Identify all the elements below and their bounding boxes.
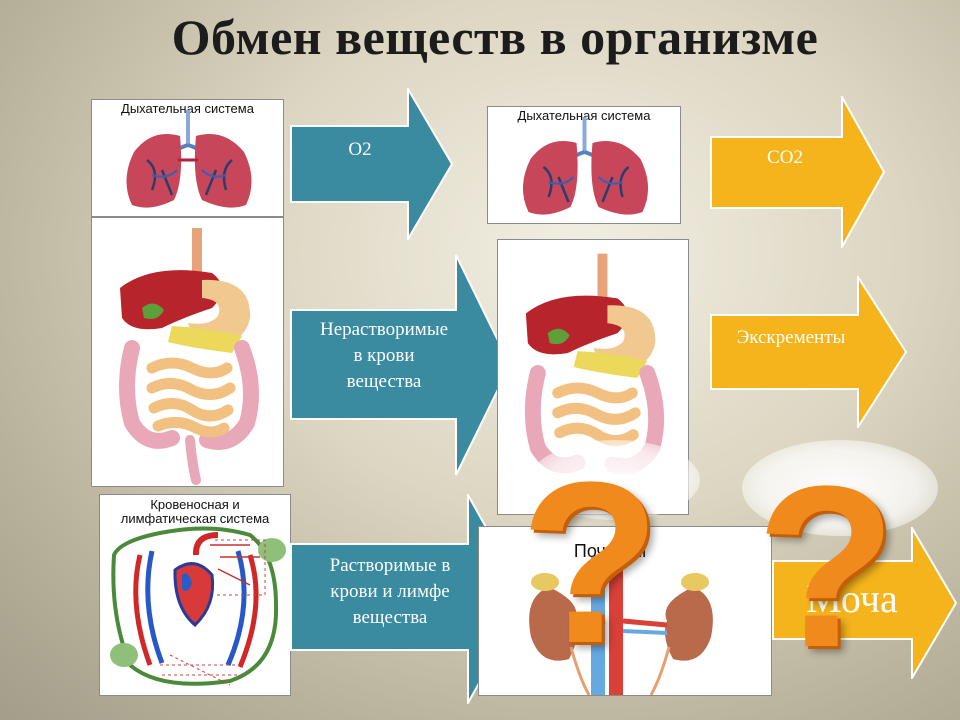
kidneys-icon [529,557,713,695]
heart-vessels-icon [110,526,286,686]
arrow-insoluble-label-2: в крови [353,345,415,366]
arrow-soluble-label-2: крови и лимфе [330,581,450,602]
lungs-icon-right [522,117,649,215]
arrow-o2-label: О2 [348,139,372,160]
digestive-system-icon [119,228,259,485]
ghost-bubble-center [530,440,700,520]
respiratory-label-right: Дыхательная система [517,108,651,123]
circulatory-panel: Кровеносная и лимфатическая система [99,494,291,696]
kidneys-label: Почки, м [573,541,647,561]
question-mark-icon-center: ? [520,434,661,691]
respiratory-panel-left: Дыхательная система [91,99,284,217]
circulatory-label-1: Кровеносная и [150,497,240,512]
arrow-o2: О2 [290,88,454,240]
arrow-co2-label: СО2 [767,147,803,168]
slide-title: Обмен веществ в организме [171,9,819,65]
arrow-soluble: Растворимые в крови и лимфе вещества [290,494,528,704]
arrow-insoluble-label-1: Нерастворимые [319,319,449,340]
arrow-soluble-label-3: вещества [352,607,428,628]
arrow-insoluble-label-3: вещества [346,371,422,392]
respiratory-panel-right: Дыхательная система [487,106,681,224]
arrow-urine: Моча [772,527,958,679]
arrow-insoluble: Нерастворимые в крови вещества [290,254,512,476]
arrow-soluble-label-1: Растворимые в [329,555,451,576]
arrow-feces-label: Экскременты [736,327,846,348]
arrow-feces: Экскременты [710,276,908,428]
ghost-bubble-right [742,440,938,536]
kidneys-panel: Почки, м [478,526,772,696]
question-mark-icon-right: ? [756,438,897,695]
respiratory-label: Дыхательная система [121,101,254,116]
circulatory-label-2: лимфатическая система [120,511,270,526]
arrow-co2: СО2 [710,96,886,248]
digestive-panel-left [91,217,284,487]
arrow-urine-label: Моча [806,576,898,621]
lungs-icon [126,110,252,208]
